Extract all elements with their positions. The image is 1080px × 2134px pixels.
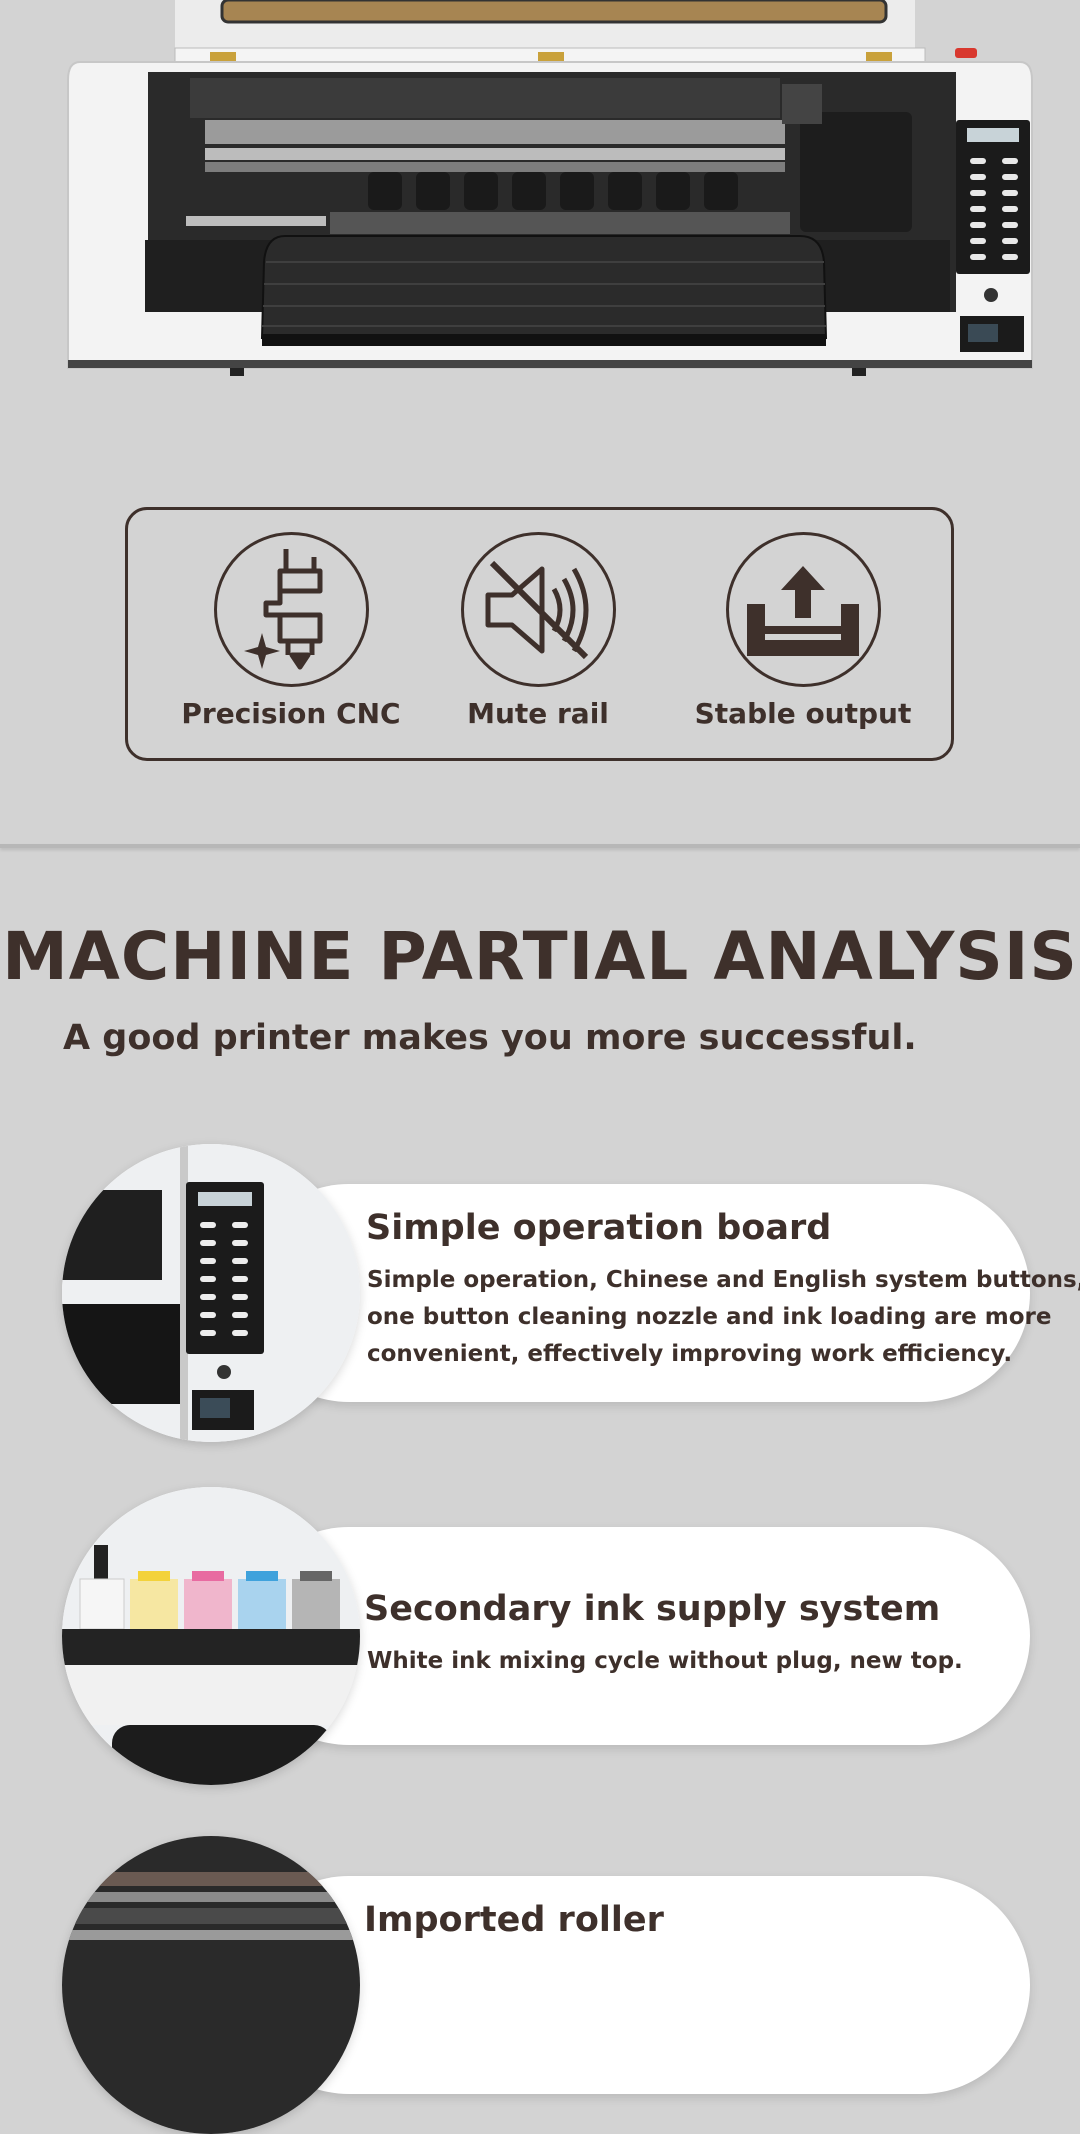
card-description: Simple operation, Chinese and English sy… (367, 1262, 1080, 1373)
feature-mute-rail: Mute rail (418, 532, 658, 730)
feature-stable-output: Stable output (683, 532, 923, 730)
upload-tray-icon (725, 532, 881, 687)
card-description: White ink mixing cycle without plug, new… (367, 1643, 1017, 1680)
printer-product-image (67, 0, 1033, 376)
feature-label: Precision CNC (181, 697, 401, 730)
card-title: Imported roller (364, 1900, 664, 1940)
operation-board-thumbnail (62, 1144, 360, 1442)
feature-label: Stable output (694, 697, 912, 730)
card-description-line: convenient, effectively improving work e… (367, 1341, 1013, 1367)
cnc-spindle-icon (213, 532, 369, 687)
section-divider (0, 844, 1080, 848)
feature-label: Mute rail (467, 697, 609, 730)
features-box: Precision CNC Mute rail Stable output (125, 507, 954, 761)
card-description-line: Simple operation, Chinese and English sy… (367, 1267, 1080, 1293)
card-description-line: White ink mixing cycle without plug, new… (367, 1648, 963, 1674)
card-description-line: one button cleaning nozzle and ink loadi… (367, 1304, 1052, 1330)
mute-speaker-icon (460, 532, 616, 687)
section-title: MACHINE PARTIAL ANALYSIS (2, 918, 1078, 995)
card-title: Secondary ink supply system (364, 1589, 941, 1629)
section-subtitle: A good printer makes you more successful… (63, 1018, 917, 1058)
card-operation-board (240, 1184, 1030, 1402)
card-ink-supply (240, 1527, 1030, 1745)
ink-supply-thumbnail (62, 1487, 360, 1785)
feature-precision-cnc: Precision CNC (171, 532, 411, 730)
roller-thumbnail (62, 1836, 360, 2134)
card-title: Simple operation board (366, 1208, 832, 1248)
